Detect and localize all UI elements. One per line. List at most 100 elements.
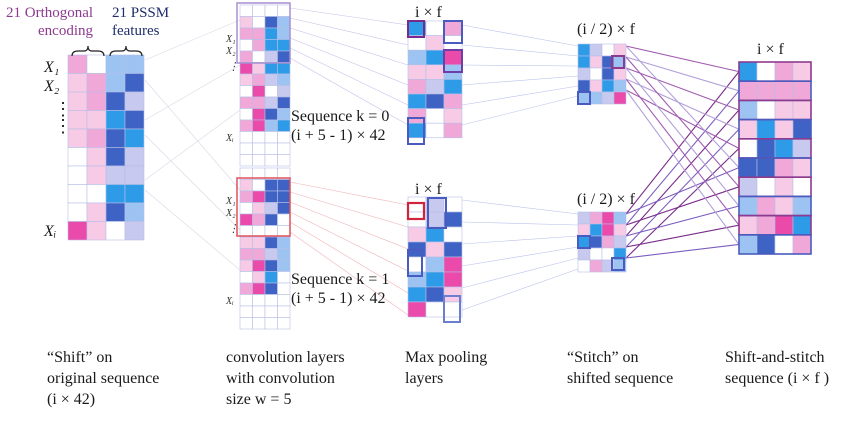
conv-to-pool-top-line [289, 37, 409, 86]
pool-top-cell [425, 20, 445, 36]
conv-top-cell [239, 142, 253, 155]
row-label-vdots-2: ⋮ [54, 116, 72, 136]
conv-bottom-cell [264, 202, 278, 215]
stitch-top-cell [613, 67, 627, 81]
original-sequence-cell [86, 147, 107, 167]
original-sequence-cell [86, 128, 107, 148]
pool-top-cell [425, 79, 445, 95]
stitch-top-cell [577, 79, 591, 93]
final-sequence-cell [738, 196, 758, 216]
row-label-vdots-1: ⋮ [54, 99, 72, 119]
conv-bottom-cell [239, 317, 253, 330]
conv-bottom-cell [277, 294, 291, 307]
conv-to-pool-bottom-line [289, 181, 409, 206]
conv-bottom-cell [239, 271, 253, 284]
conv-top-cell [264, 4, 278, 17]
conv-top-cell [264, 142, 278, 155]
conv-top-cell [252, 131, 266, 144]
conv-to-pool-bottom-line [289, 231, 409, 316]
stitch-top-to-final-line [625, 78, 740, 130]
pool-top-cell [425, 122, 445, 139]
caption-final-line1: Shift-and-stitch [725, 349, 825, 366]
final-sequence-cell [756, 100, 776, 120]
stitch-top-cell [613, 91, 627, 105]
pool-bottom-cell [425, 256, 445, 273]
conv-top-cell [252, 119, 266, 132]
conv-bottom-cell [277, 190, 291, 203]
stitch-top-cell [601, 43, 615, 57]
stitch-top-to-final-line [625, 89, 740, 149]
final-sequence-cell [774, 176, 794, 197]
conv-top-cell [264, 119, 278, 132]
final-sequence-cell [756, 196, 776, 216]
orthogonal-brace [71, 45, 105, 57]
original-sequence-cell [86, 184, 107, 204]
conv-bottom-cell [277, 259, 291, 272]
final-sequence-cell [792, 100, 812, 120]
conv-top-cell [277, 154, 291, 167]
stitch-top-cell [601, 91, 615, 105]
pool-top-cell [443, 122, 463, 139]
conv-to-pool-top-line [289, 27, 409, 66]
conv-top-cell [239, 4, 253, 17]
pssm-header-line1: 21 PSSM [112, 5, 170, 21]
pool-to-stitch-top-line [461, 44, 579, 57]
pool-to-stitch-top-line [461, 75, 579, 86]
original-sequence-cell [67, 147, 88, 167]
conv-bottom-cell [277, 248, 291, 261]
conv-top-cell [277, 131, 291, 144]
pool-to-stitch-bottom-line [461, 221, 579, 226]
stitch-top-cell [589, 55, 603, 69]
pool-to-stitch-bottom-line [461, 235, 579, 245]
conv-top-cell [277, 85, 291, 98]
stitch-top-cell [577, 91, 591, 105]
original-sequence-cell [67, 202, 88, 222]
original-sequence-cell [86, 54, 107, 74]
stitch-top-to-final-line [625, 56, 740, 188]
pool-bottom-cell [425, 241, 445, 258]
stitch-bottom-to-final-line [625, 71, 740, 215]
conv-top-label-vdots: ⋮ [228, 61, 239, 73]
conv-top-cell [277, 62, 291, 75]
original-sequence-cell [105, 147, 126, 167]
final-sequence-cell [774, 119, 794, 140]
original-sequence-cell [124, 221, 145, 241]
original-sequence-cell [105, 221, 126, 241]
original-to-conv-bottom-line [144, 79, 241, 191]
conv-to-pool-top-line [289, 47, 409, 106]
conv-top-cell [264, 62, 278, 75]
conv-bottom-cell [277, 305, 291, 318]
conv-top-cell [252, 96, 266, 109]
original-sequence-cell [86, 91, 107, 111]
original-sequence-cell [124, 54, 145, 74]
conv-top-cell [252, 73, 266, 86]
pool-top-cell [407, 79, 427, 95]
conv-bottom-cell [252, 259, 266, 272]
conv-bottom-cell [239, 248, 253, 261]
conv-bottom-cell [277, 236, 291, 249]
pool-bottom-box-2 [427, 197, 447, 229]
caption-shift-line3: (i × 42) [47, 391, 96, 408]
conv-bottom-cell [252, 202, 266, 215]
original-to-conv-bottom-line [144, 134, 241, 231]
conv-top-cell [252, 16, 266, 29]
conv-top-cell [277, 50, 291, 63]
original-sequence-cell [105, 202, 126, 222]
original-sequence-cell [86, 73, 107, 93]
stitch-bottom-cell [613, 235, 627, 249]
conv-top-cell [239, 154, 253, 167]
pool-bottom-cell [407, 271, 427, 288]
conv-top-cell [239, 16, 253, 29]
conv-top-label-x2: X₂ [226, 46, 236, 57]
stitch-bottom-cell [589, 259, 603, 273]
conv-top-cell [277, 4, 291, 17]
orthogonal-header-line1: 21 Orthogonal [6, 5, 94, 21]
pool-bottom-box-3 [407, 249, 423, 277]
conv-bottom-cell [264, 213, 278, 226]
original-sequence-cell [86, 110, 107, 130]
pool-to-stitch-top-line [461, 85, 579, 106]
final-sequence-cell [756, 157, 776, 178]
final-sequence-cell [792, 215, 812, 236]
final-sequence-cell [738, 234, 758, 255]
pool-to-stitch-bottom-line [461, 246, 579, 267]
